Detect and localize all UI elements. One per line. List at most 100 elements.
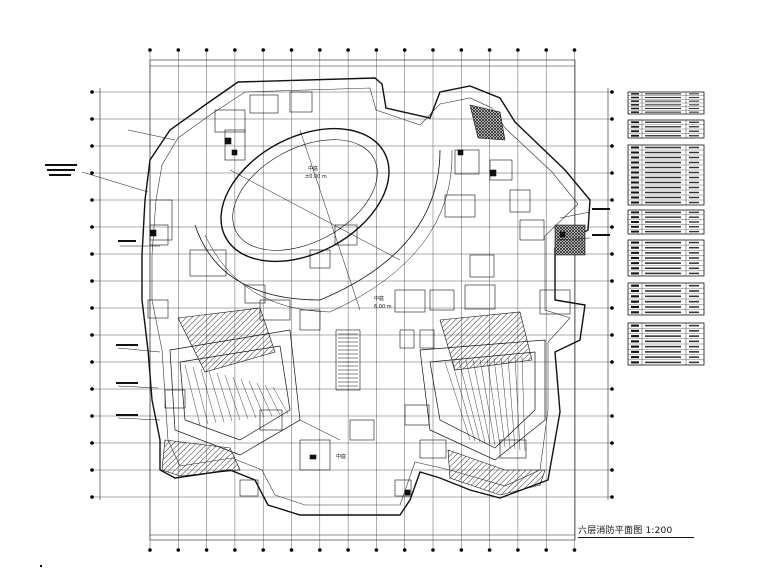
axis-bubble <box>459 48 464 52</box>
legend-symbol <box>631 284 639 287</box>
wing-line <box>192 366 209 425</box>
legend-symbol <box>631 251 639 254</box>
axis-bubbles <box>90 48 614 552</box>
legend-symbol <box>631 156 639 159</box>
title-underline <box>578 537 694 538</box>
legend-symbol <box>631 225 639 228</box>
legend-text-mark <box>689 351 699 353</box>
room-block <box>394 289 426 313</box>
legend-text-mark <box>645 272 681 275</box>
axis-bubble <box>610 441 614 445</box>
legend-symbol <box>631 166 639 169</box>
legend-text-mark <box>645 135 681 137</box>
legend-text-mark <box>645 345 681 348</box>
room-blocks <box>147 91 571 497</box>
wing-line <box>451 361 476 442</box>
axis-bubble <box>90 225 94 229</box>
axis-bubble <box>610 144 614 148</box>
legend-symbol <box>631 134 639 137</box>
wing-line <box>200 368 217 424</box>
legend-text-mark <box>689 257 699 259</box>
drawing-title: 六层消防平面图 1:200 <box>578 526 673 536</box>
svg-text:中庭: 中庭 <box>308 165 318 172</box>
axis-bubble <box>90 360 94 364</box>
legend-symbol <box>631 262 639 265</box>
legend-text-mark <box>645 107 681 110</box>
inner-outline <box>151 87 579 506</box>
legend-text-mark <box>645 130 681 132</box>
legend-text-mark <box>689 211 699 214</box>
legend-symbol <box>631 295 639 298</box>
legend-symbol <box>631 356 639 359</box>
legend-text-mark <box>689 306 699 308</box>
axis-bubble <box>610 333 614 337</box>
dimension-frame <box>99 59 609 541</box>
axis-bubble <box>289 48 294 52</box>
room-fill-mark <box>224 137 232 145</box>
axis-bubble <box>610 387 614 391</box>
axis-bubble <box>90 306 94 310</box>
legend-text-mark <box>689 267 699 270</box>
legend-symbol <box>631 256 639 260</box>
axis-bubble <box>610 90 614 94</box>
room-fill-mark <box>457 149 464 156</box>
legend-symbol <box>631 96 639 99</box>
legend-text-mark <box>689 345 699 348</box>
axis-bubble <box>289 548 294 552</box>
axis-bubble <box>402 548 407 552</box>
legend-text-mark <box>645 146 681 149</box>
wing-line <box>184 364 201 426</box>
axis-bubble <box>204 548 209 552</box>
legend-text-mark <box>689 191 699 194</box>
legend-symbol <box>631 329 639 332</box>
legend-symbol <box>631 289 639 293</box>
axis-bubble <box>90 387 94 391</box>
room-fill-mark <box>231 149 238 156</box>
room-block <box>149 199 173 241</box>
axis-bubble <box>431 548 435 552</box>
legend-text-mark <box>645 335 681 337</box>
axis-bubble <box>90 252 94 256</box>
room-block <box>429 289 455 311</box>
axis-bubble <box>610 495 614 499</box>
axis-bubble <box>610 306 614 310</box>
legend-text-mark <box>689 196 699 199</box>
room-block <box>469 254 495 278</box>
axis-bubble <box>402 48 407 52</box>
axis-bubble <box>318 548 322 552</box>
axis-bubble <box>176 48 181 52</box>
room-block <box>404 404 430 426</box>
axis-bubble <box>610 171 614 175</box>
leader-lines <box>81 129 591 441</box>
legend-text-mark <box>689 161 699 164</box>
legend-symbol <box>631 161 639 164</box>
legend-symbol <box>631 272 639 275</box>
legend-text-mark <box>689 290 699 292</box>
wing-line <box>444 361 471 441</box>
legend-symbol <box>631 305 639 309</box>
wing-line <box>216 372 233 422</box>
legend-text-mark <box>689 241 699 244</box>
legend-text-mark <box>645 96 681 99</box>
legend-tables <box>627 91 705 366</box>
room-block <box>189 249 227 277</box>
axis-bubble <box>610 279 614 283</box>
legend-text-mark <box>689 340 699 343</box>
axis-bubble <box>374 548 379 552</box>
legend-text-mark <box>689 146 699 149</box>
legend-symbol <box>631 230 639 233</box>
legend-symbol <box>631 267 639 270</box>
legend-text-mark <box>645 340 681 343</box>
axis-bubble <box>90 495 94 499</box>
legend-text-mark <box>645 356 681 358</box>
legend-text-mark <box>645 104 681 106</box>
room-block <box>239 479 259 497</box>
legend-text-mark <box>645 176 681 179</box>
legend-symbol <box>631 176 639 179</box>
legend-symbol <box>631 186 639 189</box>
legend-text-mark <box>645 211 681 214</box>
axis-bubble <box>90 117 94 121</box>
atrium-note: 中庭 ±0.00 m 中庭 6.00 m 中庭 <box>305 165 392 460</box>
legend-text-mark <box>645 226 681 228</box>
axis-bubble <box>610 414 614 418</box>
